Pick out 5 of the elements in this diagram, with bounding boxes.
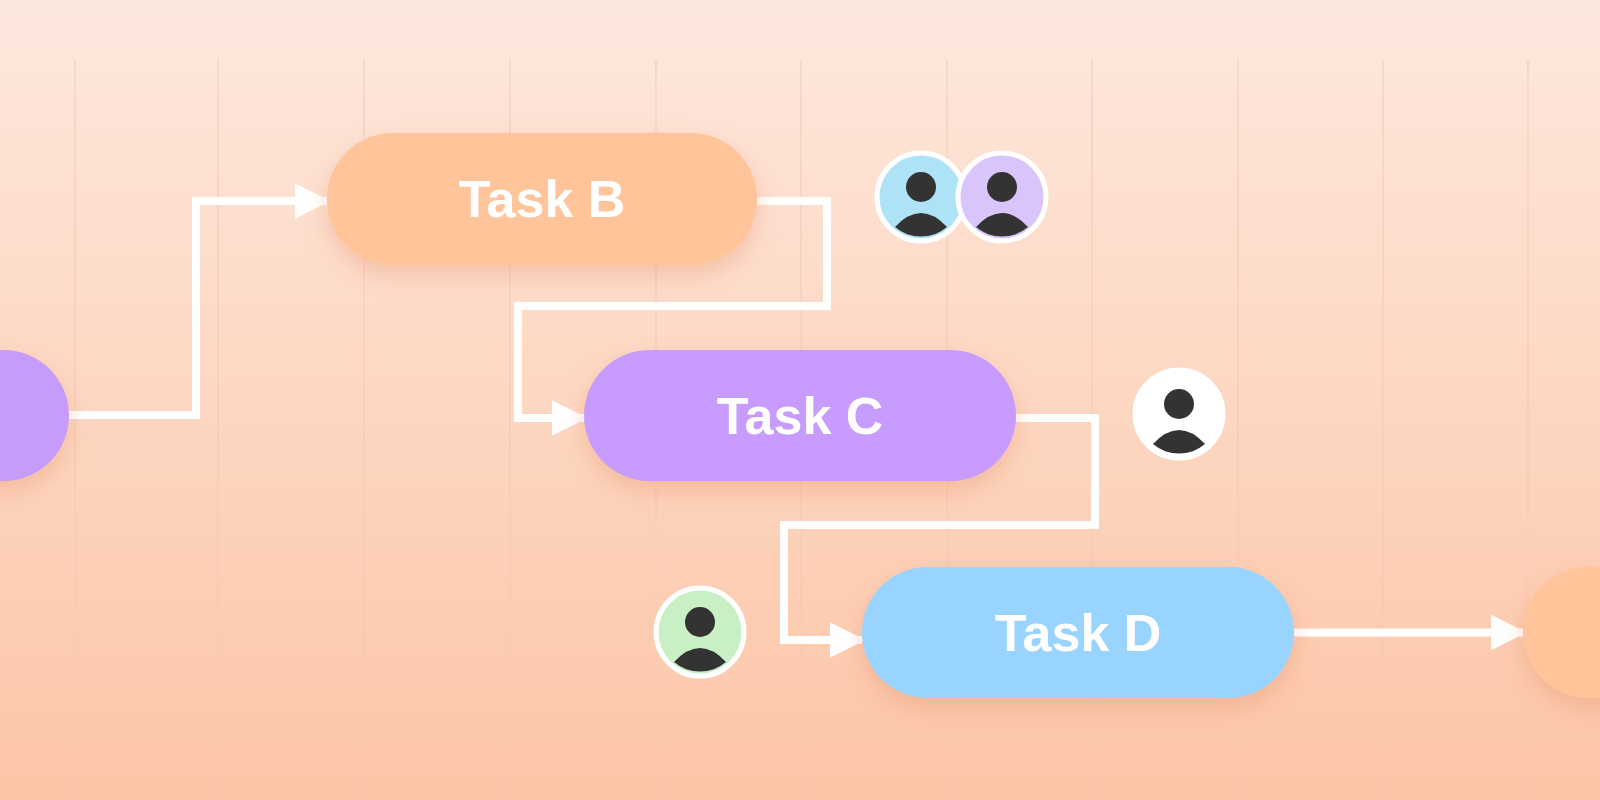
arrow <box>514 197 831 436</box>
task-label: Task B <box>458 169 626 229</box>
task-label: Task C <box>716 385 884 446</box>
arrow <box>780 414 1099 658</box>
task-label: Task D <box>994 602 1162 663</box>
